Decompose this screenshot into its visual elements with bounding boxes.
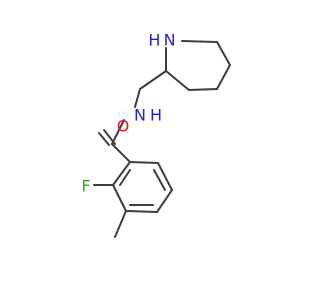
bond-ar-inner-3	[153, 169, 166, 191]
bond-ar-c5-c6	[157, 162, 173, 191]
bond-c2-ch2	[139, 70, 167, 90]
bond-ar-c6-c1	[129, 161, 159, 164]
bond-carbonyl-ring	[111, 143, 131, 163]
bond-ring-c6-n	[181, 40, 218, 43]
bond-carbonyl-o-2	[98, 132, 110, 146]
bond-ar-c1-c2	[112, 161, 131, 186]
atom-label-amide-n: N	[134, 106, 146, 125]
bond-ch2-n	[134, 88, 141, 108]
structure-diagram: H N N H O F	[81, 31, 231, 238]
bond-ring-c2-c3	[165, 70, 190, 91]
piperidine-ring	[165, 40, 231, 91]
bond-n-carbonyl	[111, 119, 125, 145]
bond-ar-c3-c4	[125, 210, 158, 213]
atom-label-fluorine: F	[81, 177, 90, 196]
bond-ring-c5-c6	[216, 41, 231, 66]
bond-ar-c4-c5	[156, 189, 173, 213]
bond-ring-c4-c5	[216, 64, 231, 90]
bond-ring-c3-c4	[188, 88, 218, 91]
bond-carbonyl-o-1	[103, 129, 116, 145]
atom-label-amide-h: H	[150, 106, 162, 125]
bond-ar-c2-c3	[112, 184, 127, 212]
atom-label-ring-nh: H N	[148, 31, 175, 50]
bond-ar-methyl	[114, 210, 127, 238]
atom-label-oxygen: O	[117, 117, 130, 136]
bond-ar-inner-1	[119, 169, 131, 186]
benzene-ring	[112, 161, 173, 213]
